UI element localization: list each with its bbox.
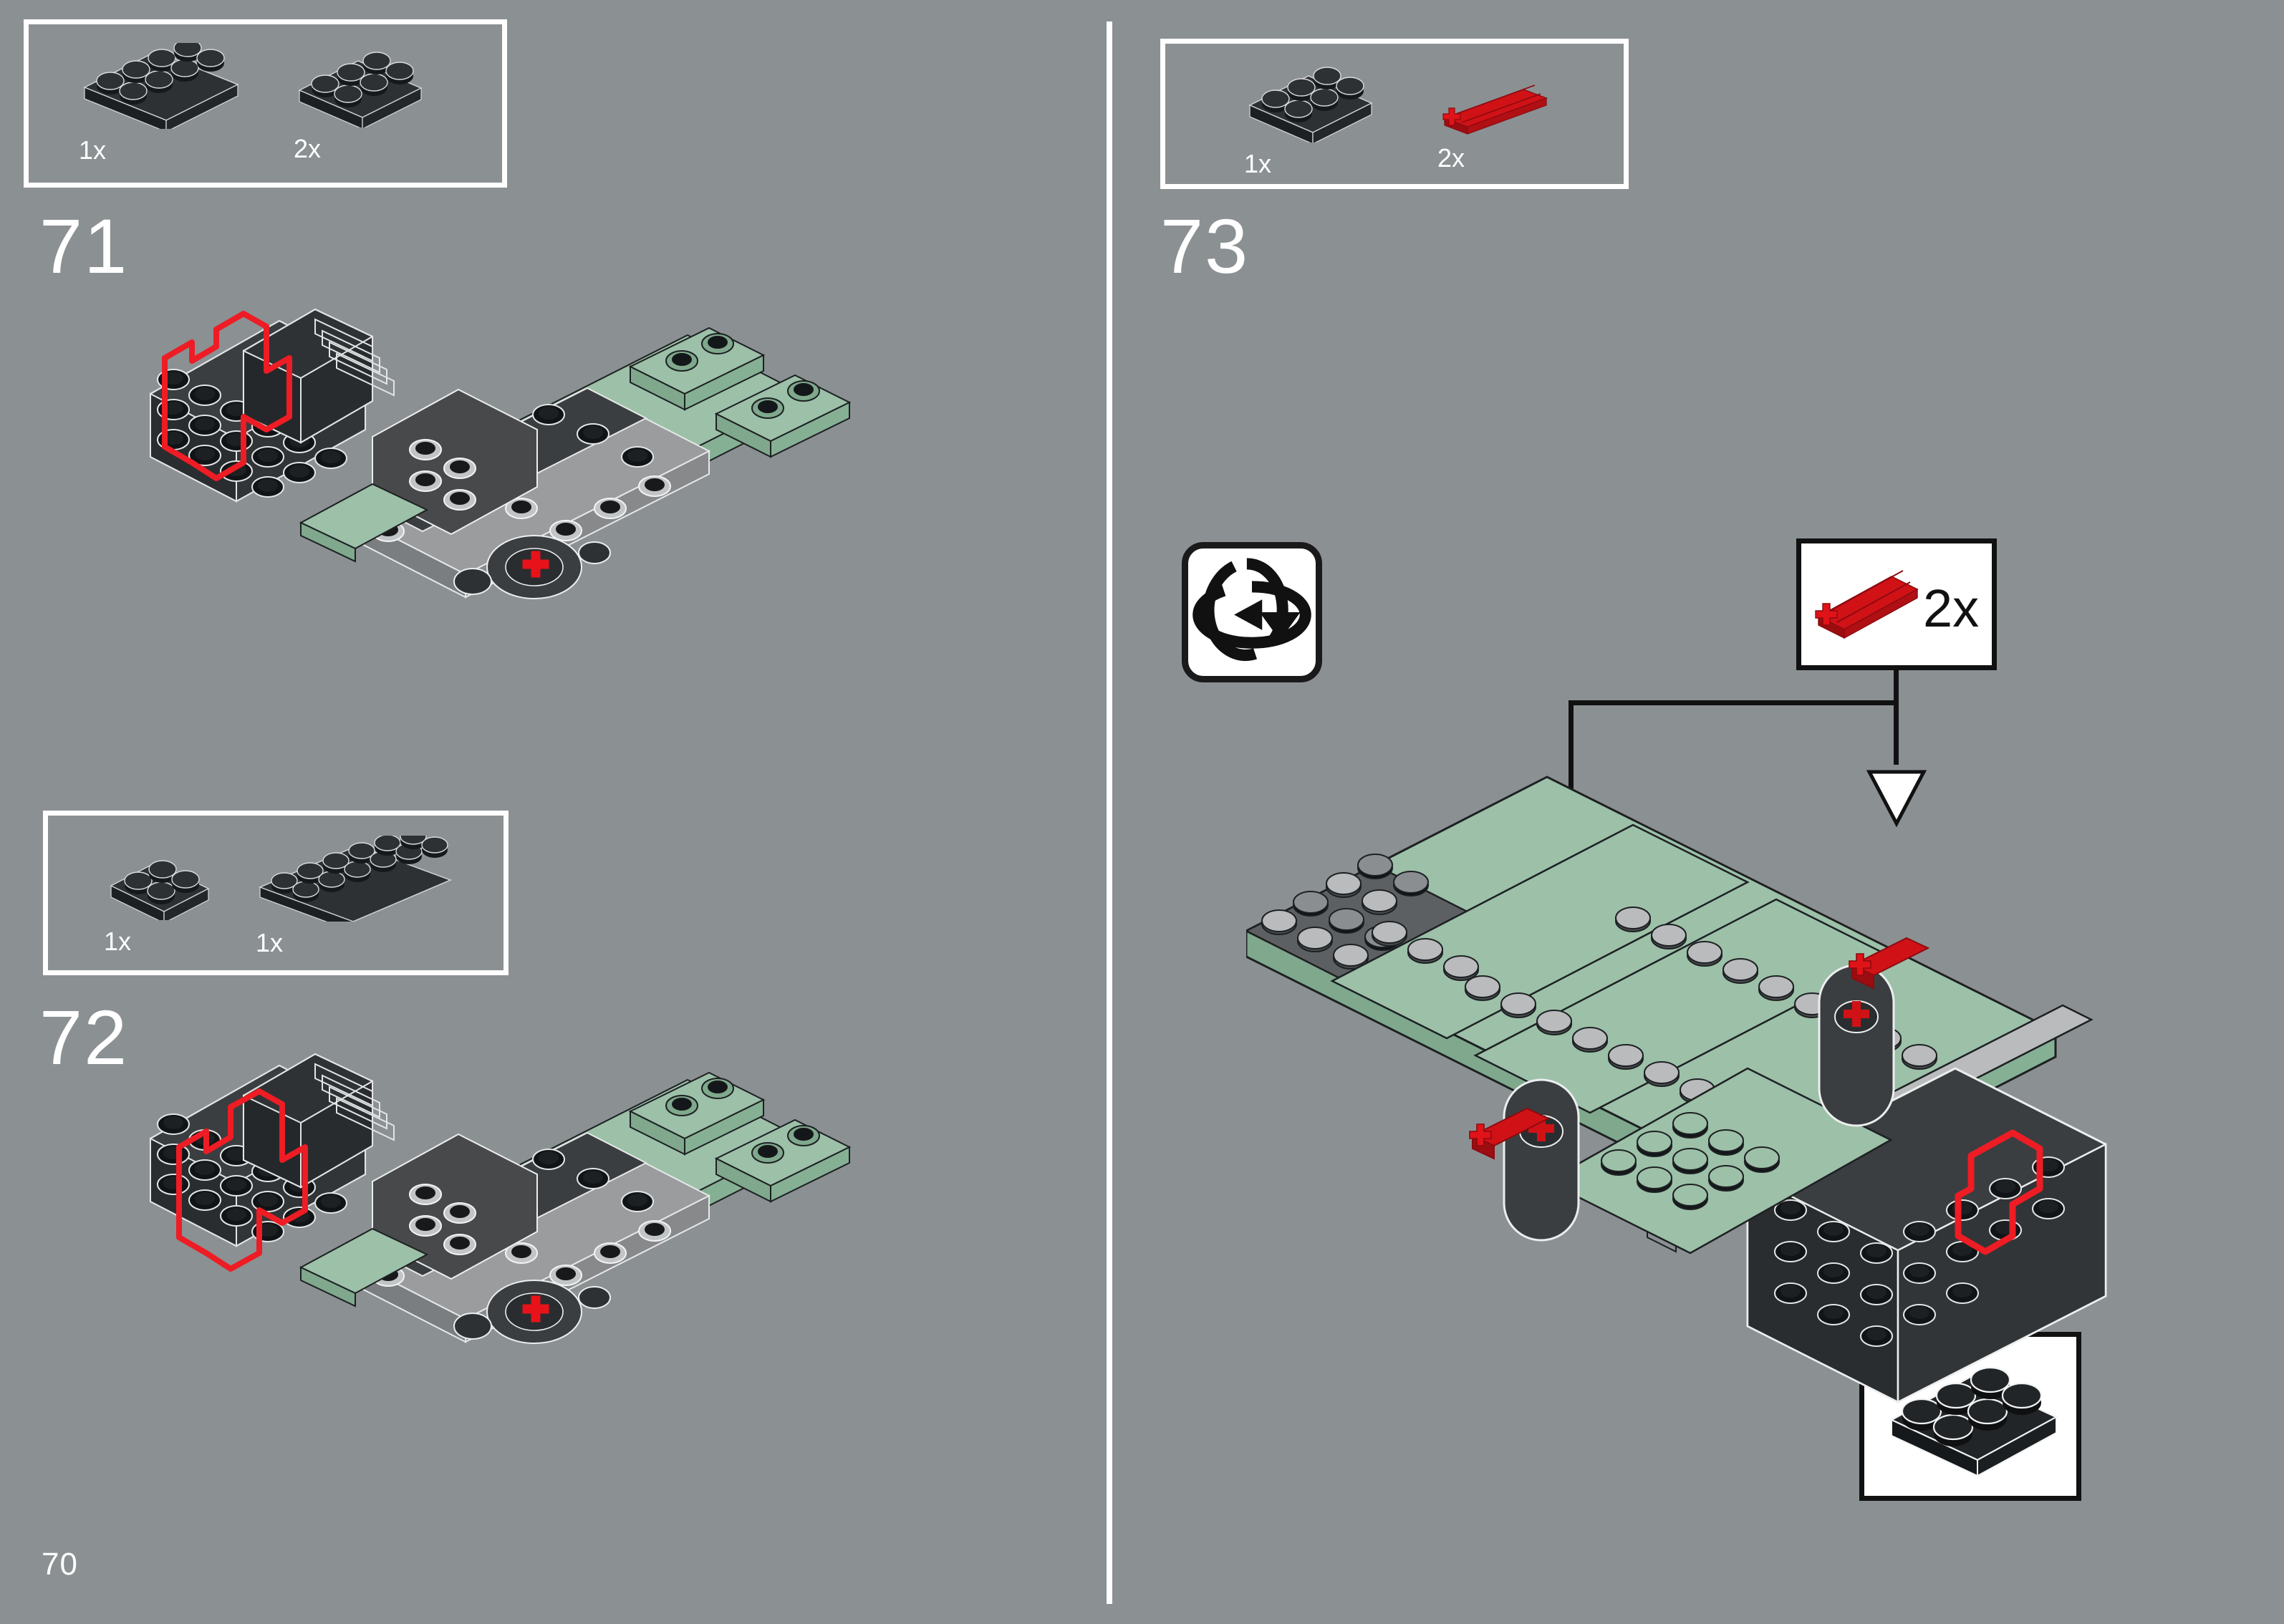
technic-axle-red-icon — [1815, 570, 1919, 639]
parts-qty-label: 1x — [79, 135, 107, 165]
parts-qty-label: 1x — [1244, 149, 1272, 178]
build-illustration-step-73 — [1246, 716, 2249, 1446]
new-part-highlight — [162, 311, 292, 481]
parts-box-step-72: 1x — [43, 811, 509, 975]
parts-item-plate-2x4-dark: 1x — [79, 39, 244, 165]
page-number: 70 — [42, 1547, 78, 1582]
plate-2x3-dark-icon — [1889, 1366, 2058, 1477]
plate-2x4-dark-icon — [83, 39, 239, 133]
plate-2x3-dark-icon — [298, 52, 423, 130]
parts-qty-label: 1x — [104, 927, 132, 956]
callout-connector-vertical-right — [1894, 670, 1899, 765]
parts-item-plate-2x2-dark: 1x — [104, 846, 226, 957]
new-part-highlight — [1955, 1129, 2043, 1255]
build-illustration-step-72 — [136, 1031, 996, 1475]
plate-2x3-dark-icon — [1248, 67, 1373, 145]
parts-qty-label: 2x — [1437, 143, 1465, 173]
parts-box-step-73: 1x 2x — [1160, 39, 1629, 189]
parts-qty-label: 2x — [294, 134, 322, 163]
new-part-highlight — [176, 1088, 308, 1272]
step-number-73: 73 — [1160, 203, 1250, 289]
technic-axle-red-icon — [1442, 84, 1548, 135]
rotate-model-icon — [1182, 542, 1322, 682]
parts-item-plate-2x3-dark: 2x — [294, 47, 430, 164]
parts-qty-label: 1x — [256, 928, 284, 957]
parts-box-step-71: 1x 2x — [24, 19, 507, 188]
callout-box-axle-2x: 2x — [1796, 538, 1997, 670]
plate-2x6-dark-icon — [258, 828, 453, 932]
rotate-arrows-icon — [1192, 558, 1311, 662]
parts-item-plate-2x6-dark: 1x — [256, 828, 456, 958]
build-illustration-step-71 — [136, 286, 996, 730]
axle-mount-left — [1469, 1078, 1580, 1242]
plate-2x2-dark-icon — [110, 860, 210, 924]
callout-arrow-right — [1866, 770, 1927, 828]
parts-item-plate-2x3-dark: 1x — [1244, 62, 1380, 179]
parts-item-technic-axle-red: 2x — [1437, 78, 1552, 173]
page-divider — [1107, 21, 1112, 1604]
callout-connector-horizontal — [1569, 700, 1897, 705]
callout-qty-label: 2x — [1923, 579, 1980, 638]
step-number-72: 72 — [39, 994, 129, 1081]
step-number-71: 71 — [39, 203, 129, 289]
axle-mount-right — [1818, 937, 1930, 1127]
